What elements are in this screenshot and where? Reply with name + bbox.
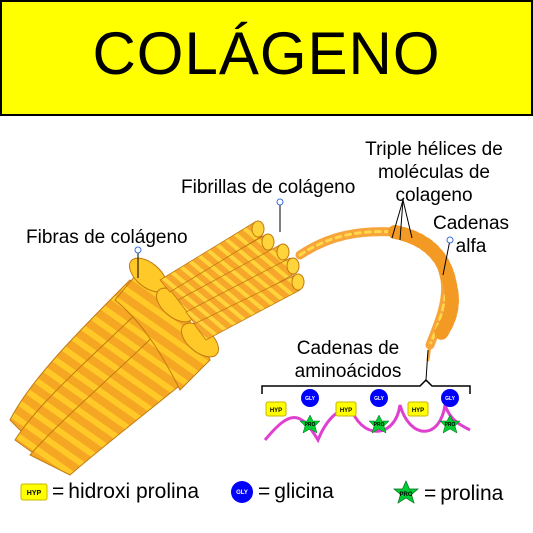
- legend-hyp-text: hidroxi prolina: [68, 480, 200, 503]
- amino-brace: [261, 378, 471, 394]
- legend-item-gly: GLY = glicina: [230, 480, 334, 504]
- chain-hyp-badge-1: HYP: [265, 401, 287, 417]
- title-banner: COLÁGENO: [0, 0, 533, 116]
- chain-gly-badge-3: GLY: [441, 389, 459, 407]
- legend-eq: =: [52, 480, 65, 503]
- chain-pro-badge-1: PRO: [299, 414, 321, 434]
- legend-eq: =: [258, 480, 271, 503]
- chain-gly-badge-2: GLY: [370, 389, 388, 407]
- svg-text:PRO: PRO: [399, 492, 412, 498]
- svg-text:GLY: GLY: [445, 396, 455, 402]
- label-triple-line3: colageno: [395, 185, 473, 206]
- legend-gly-text: glicina: [274, 480, 334, 503]
- collagen-fiber-bundle: [9, 257, 220, 476]
- legend-eq: =: [424, 482, 437, 505]
- legend-gly-badge: GLY: [231, 481, 253, 503]
- svg-text:GLY: GLY: [236, 490, 248, 496]
- label-aminoacidos-line2: aminoácidos: [294, 361, 402, 382]
- svg-text:PRO: PRO: [445, 422, 456, 428]
- label-cadenas-aminoacidos: Cadenas de aminoácidos: [288, 337, 408, 383]
- legend-pro-text: prolina: [440, 482, 504, 505]
- legend-pro-badge: PRO: [393, 480, 419, 504]
- chain-pro-badge-3: PRO: [439, 414, 461, 434]
- legend-item-hyp: HYP = hidroxi prolina: [20, 480, 199, 504]
- label-triple-helices: Triple hélices de moléculas de colageno: [358, 138, 510, 207]
- hyp-text: HYP: [270, 408, 282, 414]
- svg-text:HYP: HYP: [340, 408, 352, 414]
- collagen-fibrils: [159, 220, 305, 341]
- svg-text:GLY: GLY: [305, 396, 315, 402]
- chain-pro-badge-2: PRO: [368, 414, 390, 434]
- label-triple-line1: Triple hélices de: [365, 139, 503, 160]
- svg-text:GLY: GLY: [374, 396, 384, 402]
- svg-text:PRO: PRO: [305, 422, 316, 428]
- chain-hyp-badge-3: HYP: [407, 401, 429, 417]
- svg-text:HYP: HYP: [27, 490, 42, 497]
- chain-hyp-badge-2: HYP: [335, 401, 357, 417]
- label-cadenas-alfa-line1: Cadenas: [432, 213, 510, 234]
- label-fibrillas: Fibrillas de colágeno: [181, 177, 356, 198]
- label-leaders: [134, 198, 454, 381]
- svg-text:HYP: HYP: [412, 408, 424, 414]
- label-cadenas-alfa: Cadenas alfa: [426, 212, 516, 258]
- legend-hyp-badge: HYP: [20, 483, 48, 501]
- label-triple-line2: moléculas de: [378, 162, 490, 183]
- triple-helix: [295, 225, 459, 362]
- page-title: COLÁGENO: [92, 20, 441, 87]
- label-aminoacidos-line1: Cadenas de: [296, 338, 400, 359]
- svg-text:PRO: PRO: [374, 422, 385, 428]
- label-cadenas-alfa-line2: alfa: [455, 236, 487, 257]
- label-fibras: Fibras de colágeno: [26, 227, 188, 248]
- legend-item-pro: PRO = prolina: [392, 480, 503, 508]
- chain-gly-badge-1: GLY: [301, 389, 319, 407]
